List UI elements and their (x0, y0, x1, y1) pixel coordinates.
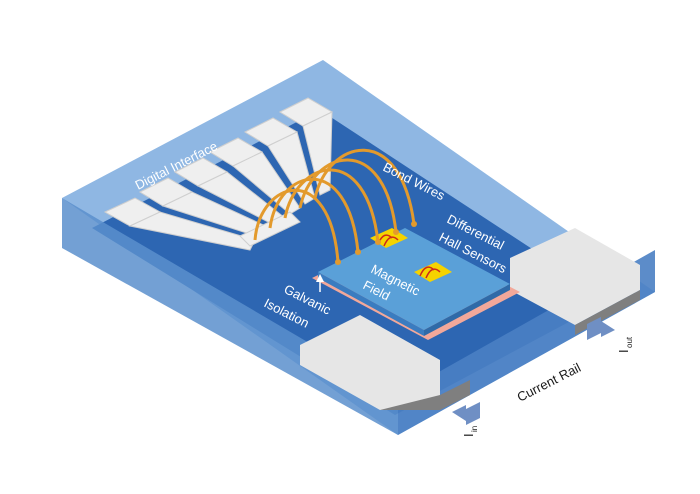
label-i-out: I out (616, 336, 634, 353)
label-i-in-symbol: I (461, 433, 476, 437)
label-i-out-symbol: I (616, 349, 631, 353)
package-left-wall (62, 198, 398, 435)
label-i-in: I in (461, 426, 479, 437)
bond-wires (253, 148, 416, 263)
arrow-in (452, 402, 480, 425)
isolation-pointer (316, 274, 324, 292)
digital-interface-pins (103, 97, 334, 251)
hall-sensor-right (414, 262, 452, 282)
label-current-rail: Current Rail (515, 360, 584, 405)
arrow-out (587, 317, 615, 340)
label-i-in-sub: in (470, 426, 479, 432)
bond-wire-pads (335, 221, 417, 265)
die-top (318, 228, 510, 330)
current-rail-lower-edge (380, 380, 470, 410)
label-i-out-sub: out (625, 336, 634, 348)
die-side (318, 272, 424, 336)
current-rail-lower (300, 315, 440, 410)
die-side-front (424, 284, 510, 336)
current-rail-upper (510, 228, 640, 325)
